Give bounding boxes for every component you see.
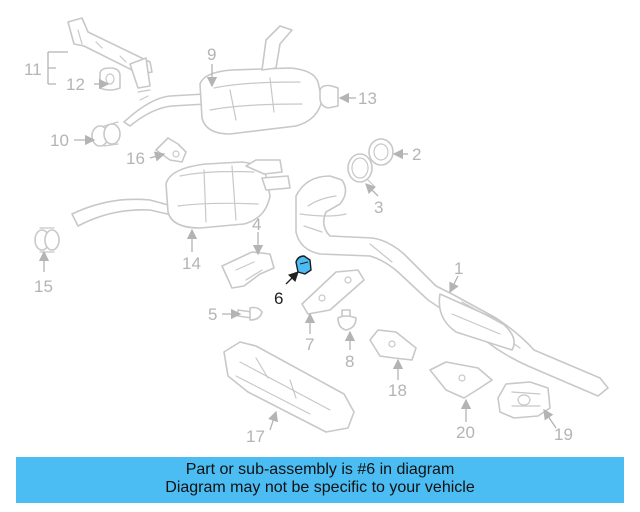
- callout-15: 15: [34, 277, 53, 296]
- callout-19: 19: [554, 425, 573, 444]
- callout-7: 7: [305, 335, 314, 354]
- callout-10: 10: [50, 131, 69, 150]
- bracket-part-11: [67, 17, 153, 89]
- callout-16: 16: [126, 149, 145, 168]
- callout-18: 18: [388, 381, 407, 400]
- callout-6: 6: [274, 289, 283, 308]
- hanger-part-12: [99, 67, 121, 91]
- banner-line-disclaimer: Diagram may not be specific to your vehi…: [165, 479, 475, 496]
- callout-13: 13: [358, 89, 377, 108]
- gasket-part-2: [368, 138, 394, 166]
- rubber-mount-part-13: [319, 84, 339, 109]
- clamp-part-3: [347, 153, 375, 187]
- nut-part-6: [295, 255, 312, 275]
- bolt-part-5: [237, 306, 263, 321]
- bolt-part-8: [337, 309, 357, 331]
- callout-12: 12: [66, 75, 85, 94]
- banner-line-part-number: Part or sub-assembly is #6 in diagram: [185, 461, 455, 478]
- tail-pipe: [123, 89, 207, 127]
- bracket-part-18: [369, 329, 417, 361]
- callout-5: 5: [208, 305, 217, 324]
- mount-part-19: [497, 381, 551, 419]
- front-pipe-catalyst-part-1: [295, 175, 609, 397]
- center-muffler-part-14: [71, 159, 291, 229]
- rear-muffler-part-9: [199, 25, 323, 135]
- callout-9: 9: [207, 45, 216, 64]
- exhaust-parts-diagram: 11 12 9 13 10 16 2 3 14 15 4 1 6 5 7 8 1…: [24, 17, 609, 446]
- clamp-part-15: [34, 227, 60, 253]
- leader-lines: [38, 51, 557, 431]
- bracket-part-4: [221, 251, 275, 289]
- heat-shield-part-7: [301, 269, 365, 315]
- clamp-part-10: [91, 121, 121, 147]
- callout-20: 20: [456, 423, 475, 442]
- callout-11: 11: [24, 60, 42, 79]
- bracket-part-20: [429, 361, 493, 399]
- callout-labels: 11 12 9 13 10 16 2 3 14 15 4 1 6 5 7 8 1…: [24, 45, 573, 446]
- callout-3: 3: [374, 198, 383, 217]
- callout-4: 4: [252, 215, 261, 234]
- callout-1: 1: [454, 259, 463, 278]
- callout-17: 17: [246, 427, 265, 446]
- heat-shield-part-17: [223, 341, 355, 433]
- info-banner: Part or sub-assembly is #6 in diagram Di…: [16, 457, 624, 503]
- callout-14: 14: [182, 254, 201, 273]
- bracket-part-16: [155, 137, 187, 163]
- callout-8: 8: [345, 352, 354, 371]
- callout-2: 2: [412, 145, 421, 164]
